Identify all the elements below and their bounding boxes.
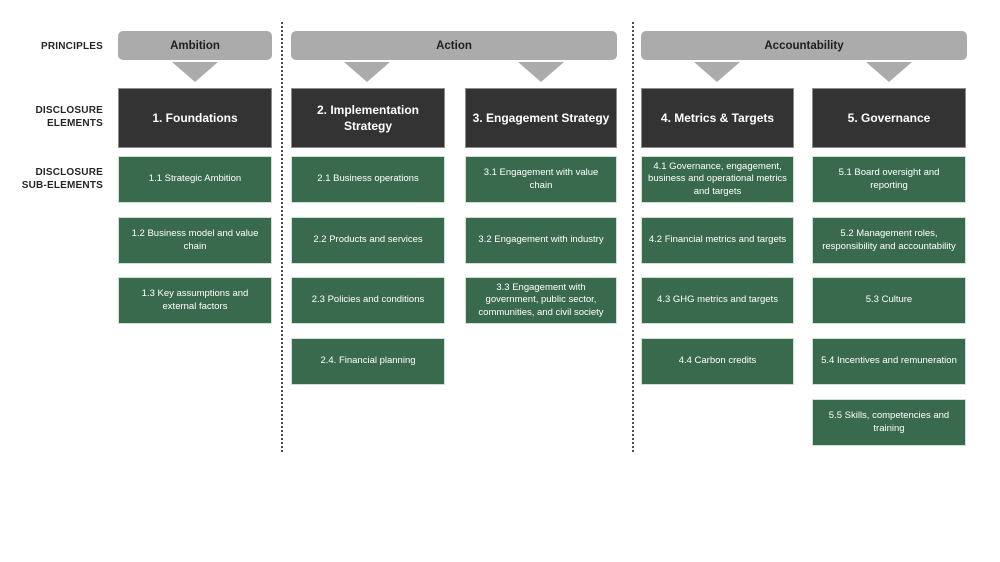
- down-arrow-icon-2: [344, 62, 390, 82]
- sub-element-box-4-3-label: 4.3 GHG metrics and targets: [657, 294, 778, 306]
- sub-element-box-1-1-label: 1.1 Strategic Ambition: [148, 173, 242, 185]
- sub-element-box-2-3-label: 2.3 Policies and conditions: [311, 294, 425, 306]
- down-arrow-icon-1: [172, 62, 218, 82]
- sub-element-box-4-2[interactable]: 4.2 Financial metrics and targets: [641, 217, 794, 264]
- principle-pill-ambition-label: Ambition: [170, 39, 220, 52]
- sub-element-box-2-2[interactable]: 2.2 Products and services: [291, 217, 445, 264]
- sub-element-box-5-1[interactable]: 5.1 Board oversight and reporting: [812, 156, 966, 203]
- sub-element-box-3-2-label: 3.2 Engagement with industry: [478, 234, 604, 246]
- sub-element-box-2-2-label: 2.2 Products and services: [313, 234, 423, 246]
- sub-element-box-1-3-label: 1.3 Key assumptions and external factors: [141, 288, 249, 312]
- element-box-governance[interactable]: 5. Governance: [812, 88, 966, 148]
- row-label-disclosure-elements-line1: DISCLOSURE: [35, 105, 103, 116]
- principle-pill-accountability[interactable]: Accountability: [641, 31, 967, 60]
- sub-element-box-2-4-label: 2.4. Financial planning: [320, 355, 416, 367]
- column-divider-1: [281, 22, 283, 452]
- row-label-principles-text: PRINCIPLES: [40, 41, 103, 52]
- sub-element-box-4-4[interactable]: 4.4 Carbon credits: [641, 338, 794, 385]
- element-box-engagement-strategy[interactable]: 3. Engagement Strategy: [465, 88, 617, 148]
- sub-element-box-3-2[interactable]: 3.2 Engagement with industry: [465, 217, 617, 264]
- sub-element-box-4-3[interactable]: 4.3 GHG metrics and targets: [641, 277, 794, 324]
- down-arrow-icon-5: [866, 62, 912, 82]
- row-label-disclosure-elements-line2: ELEMENTS: [46, 118, 103, 129]
- row-label-disclosure-sub-elements-line1: DISCLOSURE: [35, 167, 103, 178]
- element-box-governance-label: 5. Governance: [847, 111, 931, 125]
- sub-element-box-3-1-label: 3.1 Engagement with value chain: [483, 167, 599, 191]
- principle-pill-accountability-label: Accountability: [764, 39, 844, 52]
- sub-element-box-4-4-label: 4.4 Carbon credits: [678, 355, 757, 367]
- sub-element-box-3-1[interactable]: 3.1 Engagement with value chain: [465, 156, 617, 203]
- row-label-principles: PRINCIPLES: [3, 40, 103, 53]
- sub-element-box-5-3[interactable]: 5.3 Culture: [812, 277, 966, 324]
- element-box-implementation-strategy[interactable]: 2. Implementation Strategy: [291, 88, 445, 148]
- element-box-foundations[interactable]: 1. Foundations: [118, 88, 272, 148]
- sub-element-box-4-1-label: 4.1 Governance, engagement, business and…: [648, 160, 787, 197]
- sub-element-box-5-2-label: 5.2 Management roles, responsibility and…: [822, 228, 956, 252]
- element-box-foundations-label: 1. Foundations: [152, 111, 238, 125]
- down-arrow-icon-4: [694, 62, 740, 82]
- row-label-disclosure-sub-elements: DISCLOSURE SUB-ELEMENTS: [3, 166, 103, 192]
- sub-element-box-5-1-label: 5.1 Board oversight and reporting: [838, 167, 940, 191]
- sub-element-box-4-1[interactable]: 4.1 Governance, engagement, business and…: [641, 156, 794, 203]
- sub-element-box-1-2[interactable]: 1.2 Business model and value chain: [118, 217, 272, 264]
- sub-element-box-1-3[interactable]: 1.3 Key assumptions and external factors: [118, 277, 272, 324]
- sub-element-box-1-1[interactable]: 1.1 Strategic Ambition: [118, 156, 272, 203]
- sub-element-box-5-5[interactable]: 5.5 Skills, competencies and training: [812, 399, 966, 446]
- sub-element-box-1-2-label: 1.2 Business model and value chain: [131, 228, 259, 252]
- sub-element-box-5-5-label: 5.5 Skills, competencies and training: [828, 410, 950, 434]
- element-box-implementation-strategy-label: 2. Implementation Strategy: [316, 103, 420, 133]
- sub-element-box-2-4[interactable]: 2.4. Financial planning: [291, 338, 445, 385]
- element-box-engagement-strategy-label: 3. Engagement Strategy: [472, 111, 610, 125]
- element-box-metrics-targets[interactable]: 4. Metrics & Targets: [641, 88, 794, 148]
- sub-element-box-4-2-label: 4.2 Financial metrics and targets: [648, 234, 787, 246]
- sub-element-box-2-1[interactable]: 2.1 Business operations: [291, 156, 445, 203]
- row-label-disclosure-elements: DISCLOSURE ELEMENTS: [3, 104, 103, 130]
- sub-element-box-5-4-label: 5.4 Incentives and remuneration: [821, 355, 957, 367]
- element-box-metrics-targets-label: 4. Metrics & Targets: [660, 111, 775, 125]
- down-arrow-icon-3: [518, 62, 564, 82]
- sub-element-box-2-3[interactable]: 2.3 Policies and conditions: [291, 277, 445, 324]
- sub-element-box-3-3-label: 3.3 Engagement with government, public s…: [478, 281, 604, 318]
- sub-element-box-5-4[interactable]: 5.4 Incentives and remuneration: [812, 338, 966, 385]
- row-label-disclosure-sub-elements-line2: SUB-ELEMENTS: [21, 180, 103, 191]
- sub-element-box-2-1-label: 2.1 Business operations: [317, 173, 419, 185]
- principle-pill-ambition[interactable]: Ambition: [118, 31, 272, 60]
- principle-pill-action[interactable]: Action: [291, 31, 617, 60]
- sub-element-box-5-3-label: 5.3 Culture: [865, 294, 913, 306]
- principle-pill-action-label: Action: [436, 39, 472, 52]
- sub-element-box-3-3[interactable]: 3.3 Engagement with government, public s…: [465, 277, 617, 324]
- column-divider-2: [632, 22, 634, 452]
- sub-element-box-5-2[interactable]: 5.2 Management roles, responsibility and…: [812, 217, 966, 264]
